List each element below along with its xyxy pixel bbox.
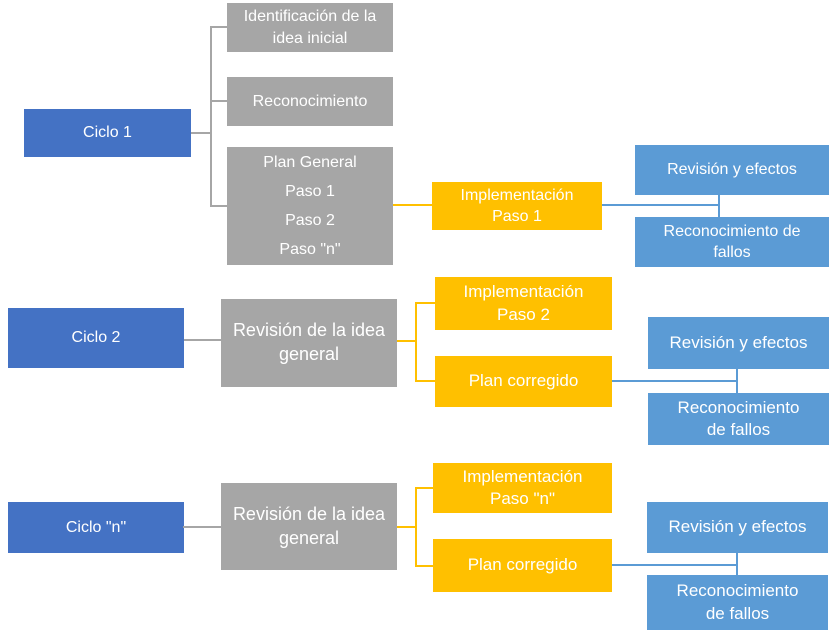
cyclen-review-recognition-tick — [736, 553, 738, 575]
cyclen-bracket-vertical-line — [415, 487, 417, 567]
cycle2-failure-recognition-box: Reconocimiento de fallos — [648, 393, 829, 445]
cycle1-bracket-stub-reconnaissance — [210, 100, 227, 102]
cycle2-revision-to-bracket-line — [397, 340, 415, 342]
cycle1-plan-to-implementation-line — [393, 204, 432, 206]
cycle2-bracket-vertical-line — [415, 302, 417, 382]
cycle2-plan-to-review-line — [612, 380, 737, 382]
plan-line-step1: Paso 1 — [285, 183, 335, 200]
cycle2-review-effects-box: Revisión y efectos — [648, 317, 829, 369]
cycle2-bracket-stub-implementation — [415, 302, 435, 304]
cyclen-bracket-stub-plan — [415, 565, 433, 567]
cyclen-label-connector-line — [183, 526, 221, 528]
cycle2-revision-box: Revisión de la idea general — [221, 299, 397, 387]
cycle1-review-effects-box: Revisión y efectos — [635, 145, 829, 195]
cyclen-label-box: Ciclo "n" — [8, 502, 184, 553]
cyclen-revision-box: Revisión de la idea general — [221, 483, 397, 570]
cyclen-review-effects-box: Revisión y efectos — [647, 502, 828, 553]
cyclen-implementation-box: Implementación Paso "n" — [433, 463, 612, 513]
cycle1-failure-recognition-box: Reconocimiento de fallos — [635, 217, 829, 267]
plan-line-step2: Paso 2 — [285, 212, 335, 229]
cycle1-review-recognition-tick — [718, 195, 720, 217]
cycle1-bracket-stub-plan — [210, 205, 227, 207]
cycle1-implementation-to-review-line — [602, 204, 719, 206]
cycle1-label-connector-line — [191, 132, 210, 134]
plan-line-general: Plan General — [263, 154, 357, 171]
cyclen-bracket-stub-implementation — [415, 487, 433, 489]
cyclen-corrected-plan-box: Plan corregido — [433, 539, 612, 592]
plan-line-stepn: Paso "n" — [279, 241, 341, 258]
cycle2-implementation-box: Implementación Paso 2 — [435, 277, 612, 330]
cyclen-failure-recognition-box: Reconocimiento de fallos — [647, 575, 828, 630]
cyclen-plan-to-review-line — [612, 564, 737, 566]
cycle1-bracket-vertical-line — [210, 26, 212, 207]
cycle1-general-plan-box: Plan General Paso 1 Paso 2 Paso "n" — [227, 147, 393, 265]
cycle1-bracket-stub-identification — [210, 26, 227, 28]
cycle1-reconnaissance-box: Reconocimiento — [227, 77, 393, 126]
cycle2-bracket-stub-plan — [415, 380, 435, 382]
cycle2-corrected-plan-box: Plan corregido — [435, 356, 612, 407]
cycle1-identification-box: Identificación de la idea inicial — [227, 3, 393, 52]
cyclen-revision-to-bracket-line — [397, 526, 415, 528]
cycle2-label-connector-line — [184, 339, 221, 341]
cycle1-label-box: Ciclo 1 — [24, 109, 191, 157]
cycle2-label-box: Ciclo 2 — [8, 308, 184, 368]
cycle1-implementation-box: Implementación Paso 1 — [432, 182, 602, 230]
cycle2-review-recognition-tick — [736, 369, 738, 393]
